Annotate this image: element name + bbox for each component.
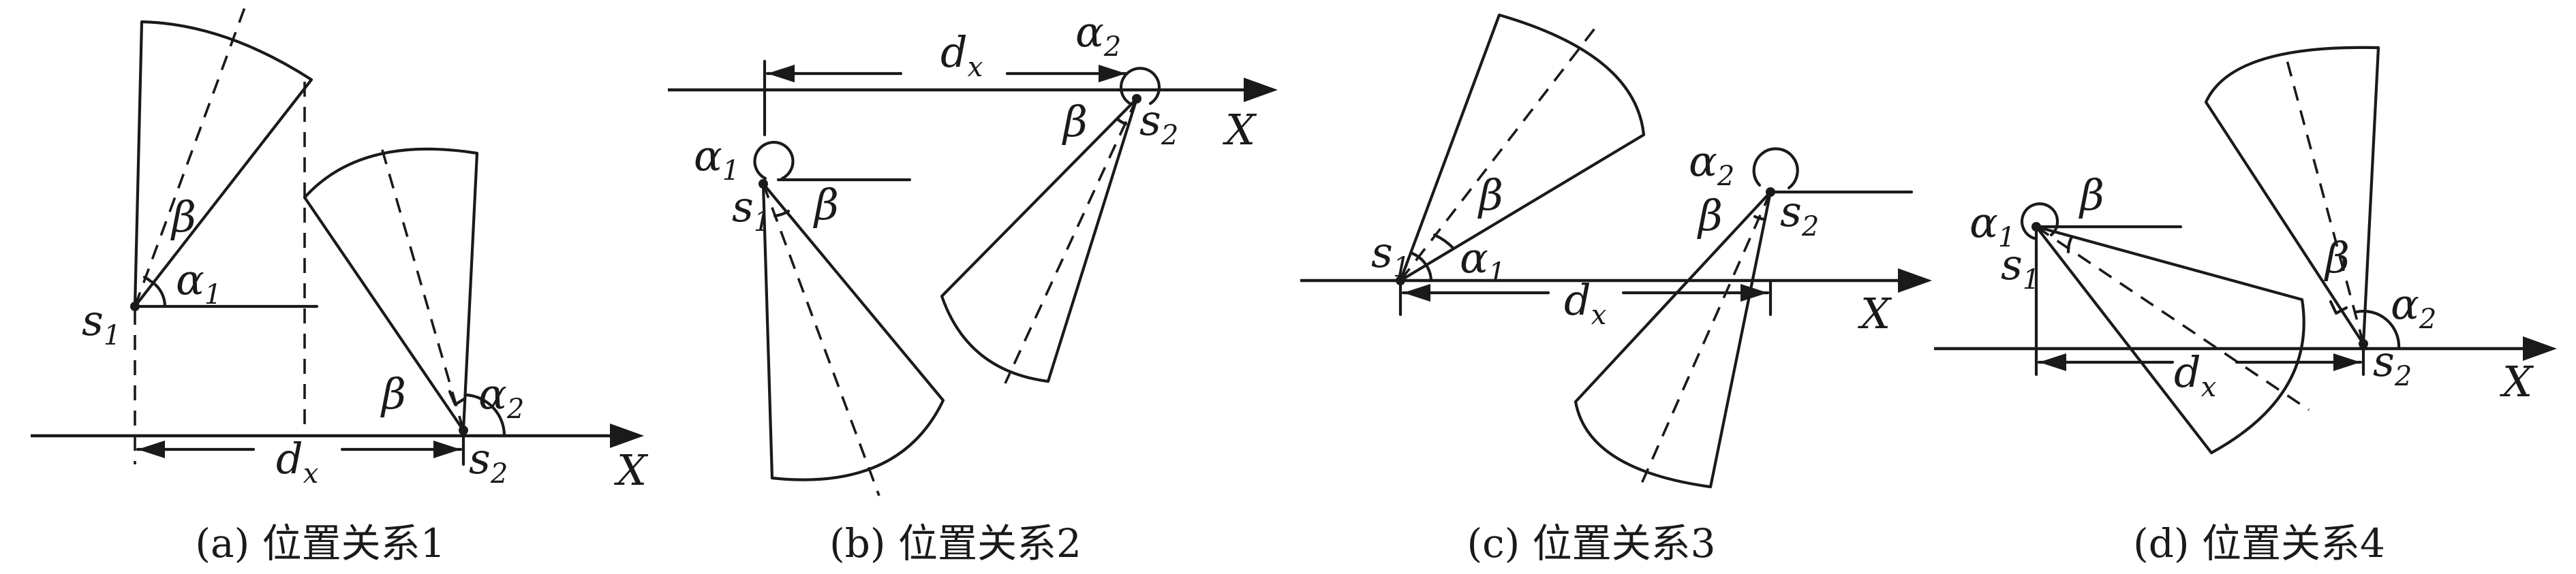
sector-axis-2-d xyxy=(2285,57,2365,345)
label-s2-d: s2 xyxy=(2373,336,2412,392)
angle-arc-alpha2-a xyxy=(464,393,506,438)
sensor-sector-2-d xyxy=(2204,46,2380,346)
sector-axis-1-a xyxy=(134,0,249,307)
label-s2-a: s2 xyxy=(469,434,508,490)
dx-arrowhead-right-c xyxy=(1741,284,1768,302)
label-beta2-c: β xyxy=(1697,191,1723,240)
caption-b: (b) 位置关系2 xyxy=(829,520,1082,567)
caption-a: (a) 位置关系1 xyxy=(195,520,445,567)
label-alpha2-a: α2 xyxy=(478,369,524,425)
angle-arc-alpha2-d xyxy=(2355,309,2401,351)
sensor-point-s1-c xyxy=(1396,276,1405,285)
angle-arc-beta1-d xyxy=(2066,235,2074,254)
panel-a: s1 α1 β β α2 s2 dx X (a) 位置关系1 xyxy=(31,0,649,567)
sector-axis-2-c xyxy=(1640,191,1772,485)
sensor-sector-2-a xyxy=(303,147,479,432)
sensor-point-s2-b xyxy=(1132,94,1141,103)
x-axis-arrowhead-d xyxy=(2523,336,2557,361)
label-beta2-a: β xyxy=(380,369,406,419)
dx-arrowhead-right-d xyxy=(2333,353,2361,371)
sensor-point-s2-d xyxy=(2359,339,2368,349)
label-s1-d: s1 xyxy=(2001,240,2040,296)
label-alpha1-c: α1 xyxy=(1460,233,1505,289)
label-beta1-c: β xyxy=(1477,170,1503,220)
label-s1-b: s1 xyxy=(732,182,771,238)
heading-circle-1-b xyxy=(753,140,795,180)
sensor-sector-1-d xyxy=(2034,225,2305,455)
sensor-sector-1-c xyxy=(1398,13,1646,283)
label-X-b: X xyxy=(1223,105,1257,155)
label-beta1-a: β xyxy=(170,192,196,242)
label-beta2-b: β xyxy=(1062,97,1088,146)
sensor-point-s1-d xyxy=(2031,222,2041,232)
sector-axis-1-d xyxy=(2035,225,2310,411)
sensor-point-s2-a xyxy=(459,426,468,435)
label-alpha1-b: α1 xyxy=(694,131,739,187)
sensor-sector-1-b xyxy=(761,182,945,481)
angle-arc-beta2-a xyxy=(448,389,466,406)
sensor-point-s1-b xyxy=(758,179,768,189)
panel-d: α1 s1 β β α2 s2 dx X (d) 位置关系4 xyxy=(1934,46,2557,567)
dx-arrowhead-right-b xyxy=(1099,65,1126,82)
label-X-a: X xyxy=(614,445,649,495)
angle-arc-beta2-d xyxy=(2329,300,2348,315)
heading-circle-2-b xyxy=(1119,67,1161,106)
heading-circle-1-d xyxy=(2020,202,2059,240)
sensor-sector-1-a xyxy=(133,20,313,308)
sensor-sector-2-b xyxy=(940,97,1139,383)
label-beta1-b: β xyxy=(813,180,839,229)
label-alpha2-d: α2 xyxy=(2391,279,2436,335)
label-dx-c: dx xyxy=(1564,275,1606,331)
caption-c: (c) 位置关系3 xyxy=(1467,520,1715,567)
angle-arc-alpha1-c xyxy=(1410,251,1433,283)
x-axis-arrowhead-b xyxy=(1244,78,1278,102)
sector-axis-1-b xyxy=(762,183,880,496)
dx-arrowhead-left-a xyxy=(138,441,165,458)
dx-arrowhead-left-d xyxy=(2039,353,2066,371)
label-dx-d: dx xyxy=(2174,347,2216,403)
heading-circle-2-c xyxy=(1752,147,1799,190)
label-alpha1-a: α1 xyxy=(176,255,221,310)
label-X-c: X xyxy=(1858,289,1892,338)
label-X-d: X xyxy=(2500,357,2534,406)
label-dx-b: dx xyxy=(940,27,983,83)
angle-arc-beta1-a xyxy=(142,275,153,283)
dx-arrowhead-right-a xyxy=(433,441,461,458)
label-s2-c: s2 xyxy=(1780,187,1819,242)
x-axis-arrowhead-a xyxy=(610,424,644,448)
panel-b: α1 s1 β dx α2 β s2 X (b) 位置关系2 xyxy=(668,7,1278,567)
sensor-point-s1-a xyxy=(130,302,140,311)
sensor-sector-2-c xyxy=(1574,190,1773,489)
label-beta1-d: β xyxy=(2079,170,2104,220)
dx-arrowhead-left-b xyxy=(767,65,795,82)
label-s2-b: s2 xyxy=(1139,95,1178,151)
angle-arc-beta2-c xyxy=(1753,214,1767,221)
angle-arc-beta1-b xyxy=(773,209,791,218)
label-beta2-d: β xyxy=(2324,233,2350,283)
label-alpha2-b: α2 xyxy=(1075,7,1121,63)
dx-arrowhead-left-c xyxy=(1403,284,1430,302)
caption-d: (d) 位置关系4 xyxy=(2133,520,2385,567)
label-alpha2-c: α2 xyxy=(1689,136,1734,192)
x-axis-arrowhead-c xyxy=(1898,268,1932,293)
label-dx-a: dx xyxy=(276,434,318,490)
angle-arc-alpha1-a xyxy=(150,280,167,308)
sector-axis-2-b xyxy=(1004,98,1138,384)
label-alpha1-d: α1 xyxy=(1969,197,2015,253)
label-s1-a: s1 xyxy=(82,296,121,351)
sensor-point-s2-c xyxy=(1766,187,1775,197)
angle-arc-beta2-b xyxy=(1116,117,1128,126)
sector-axis-1-c xyxy=(1399,27,1596,282)
angle-arc-beta1-c xyxy=(1432,233,1456,251)
label-s1-c: s1 xyxy=(1371,227,1410,283)
panel-c: s1 α1 β α2 β s2 dx X (c) 位置关系3 xyxy=(1300,13,1932,567)
